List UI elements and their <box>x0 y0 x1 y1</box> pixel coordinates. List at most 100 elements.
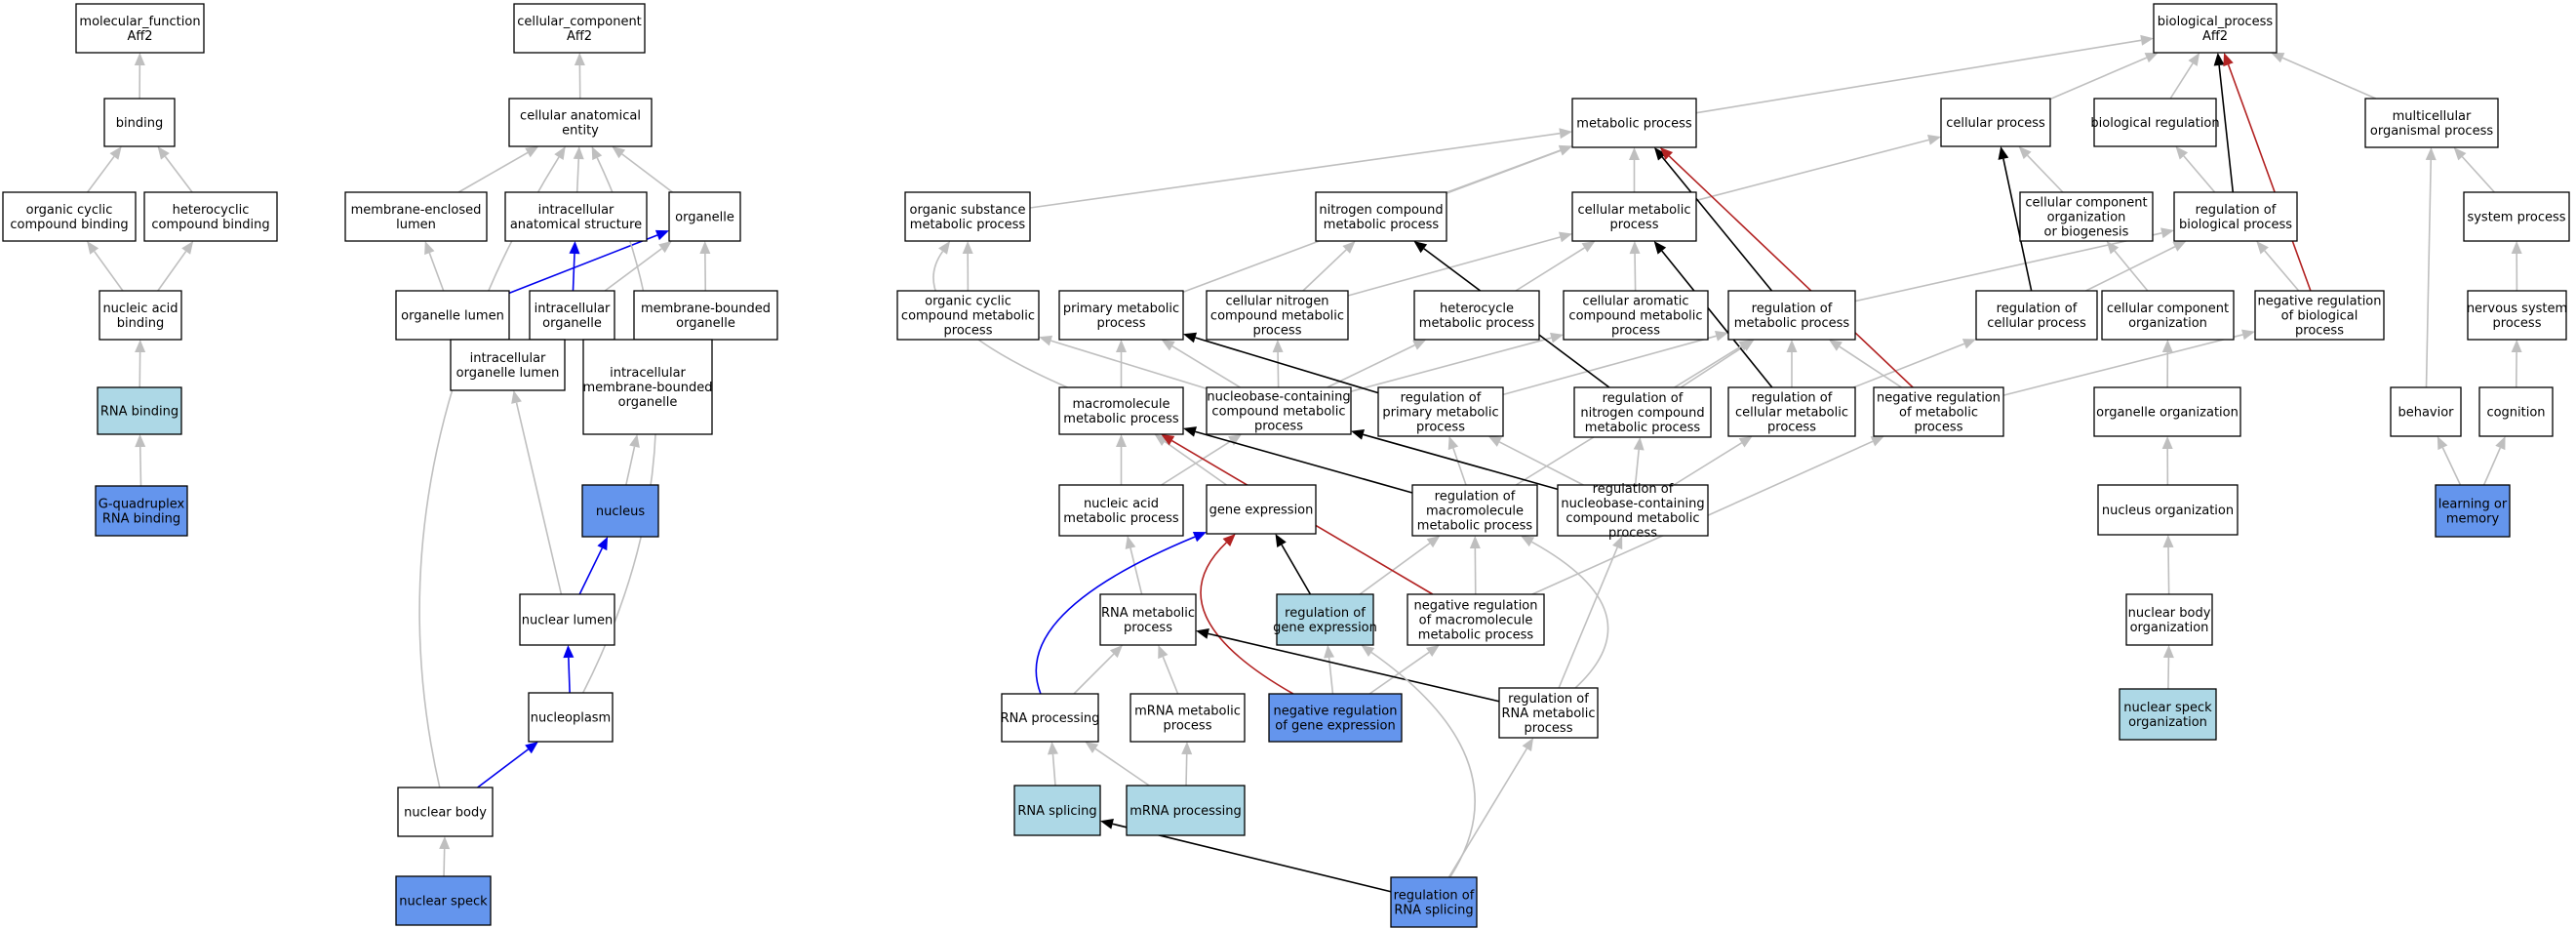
edge-line <box>1515 247 1585 292</box>
node-box <box>1571 98 1697 148</box>
node-box <box>1407 593 1545 646</box>
node-label: molecular_function <box>79 15 200 29</box>
edge-cell_metab-to-cell_proc <box>1695 135 1941 202</box>
node-label: process <box>1253 324 1302 339</box>
arrowhead <box>1629 241 1641 255</box>
node-label: anatomical structure <box>510 218 642 232</box>
node-box <box>2435 484 2511 538</box>
node-label: system process <box>2467 211 2565 225</box>
edge-cell_metab-to-metab <box>1629 147 1640 192</box>
edge-line <box>1347 236 1561 297</box>
go-term-node: binding <box>103 98 176 147</box>
node-label: metabolic process <box>1418 628 1534 643</box>
arrowhead <box>1581 241 1596 253</box>
node-box <box>99 290 182 341</box>
edge-line <box>1634 253 1637 292</box>
arrowhead <box>1447 436 1459 451</box>
edge-rna_splice-to-rna_proc <box>1047 742 1058 787</box>
edge-organelle-to-cae <box>612 146 673 193</box>
arrowhead <box>2018 146 2032 160</box>
arrowhead <box>591 146 603 161</box>
arrowhead <box>1738 340 1753 351</box>
node-label: RNA binding <box>100 405 178 420</box>
node-label: Aff2 <box>567 29 592 44</box>
go-term-node: cognition <box>2478 386 2554 437</box>
edge-na_bind-to-orgcyc_bind <box>87 241 124 292</box>
edge-rna_bind-to-na_bind <box>135 340 146 388</box>
edge-line <box>1359 543 1431 595</box>
node-label: cellular process <box>1946 116 2045 131</box>
node-label: compound binding <box>151 218 269 232</box>
edge-hetcyc_met-to-cell_metab <box>1515 241 1596 292</box>
edge-line <box>418 156 560 788</box>
node-box <box>1727 386 1856 437</box>
edge-nerv_sys-to-sys_proc <box>2511 241 2522 292</box>
arrowhead <box>654 229 669 241</box>
arrowhead <box>554 146 566 160</box>
node-label: membrane-bounded <box>641 302 771 316</box>
edge-reg_gene-to-gene_expr <box>1275 534 1312 595</box>
node-box <box>450 339 566 391</box>
node-box <box>2254 290 2385 341</box>
arrowhead <box>1425 645 1440 657</box>
edge-line <box>2264 250 2300 292</box>
node-box <box>2390 386 2462 437</box>
edge-cell_nitro-to-nitro <box>1302 241 1356 292</box>
node-label: RNA metabolic <box>1501 707 1595 721</box>
node-label: process <box>2295 324 2344 339</box>
node-label: metabolic process <box>1734 316 1850 331</box>
node-box <box>1413 290 1540 341</box>
node-label: process <box>1608 526 1657 541</box>
node-label: gene expression <box>1273 621 1377 635</box>
arrowhead <box>2511 340 2522 353</box>
edge-line <box>87 155 115 193</box>
arrowhead <box>1196 627 1209 639</box>
arrowhead <box>1125 536 1136 549</box>
edge-line <box>1695 39 2142 114</box>
go-term-node: mRNA processing <box>1126 785 1246 836</box>
arrowhead <box>1413 241 1428 254</box>
edge-learn-to-cognition <box>2482 436 2506 486</box>
node-label: metabolic process <box>1417 519 1533 534</box>
node-label: intracellular <box>470 351 546 366</box>
node-box <box>397 787 494 837</box>
edge-line <box>1200 542 1294 695</box>
node-label: compound metabolic <box>1565 511 1699 526</box>
arrowhead <box>2161 340 2173 353</box>
node-box <box>395 290 510 341</box>
arrowhead <box>1522 738 1534 751</box>
node-label: organic cyclic <box>26 203 113 218</box>
edge-line <box>428 252 445 292</box>
node-label: biological process <box>2179 218 2292 232</box>
node-label: G-quadruplex <box>99 498 185 512</box>
node-box <box>528 692 614 743</box>
node-box <box>97 386 182 435</box>
node-label: organization <box>2047 211 2126 225</box>
arrowhead <box>1521 536 1535 547</box>
node-label: or biogenesis <box>2044 225 2129 240</box>
edge-neg_reg_met-to-metab <box>1659 147 1914 388</box>
edge-line <box>1673 442 1743 486</box>
node-label: organelle <box>676 316 735 331</box>
arrowhead <box>1550 332 1564 343</box>
edge-line <box>1185 753 1188 787</box>
node-box <box>1411 484 1538 537</box>
node-label: process <box>1254 420 1303 434</box>
edge-line <box>625 446 636 486</box>
node-box <box>508 98 653 147</box>
node-box <box>1315 191 1447 242</box>
arrowhead <box>1927 135 1941 145</box>
edge-line <box>1073 653 1115 695</box>
edge-line <box>2027 154 2064 193</box>
go-term-node: system process <box>2463 191 2570 242</box>
edge-reg_macro-to-reg_prim <box>1447 436 1467 486</box>
arrowhead <box>1161 434 1175 446</box>
node-box <box>2093 386 2241 437</box>
arrowhead <box>2175 146 2189 160</box>
